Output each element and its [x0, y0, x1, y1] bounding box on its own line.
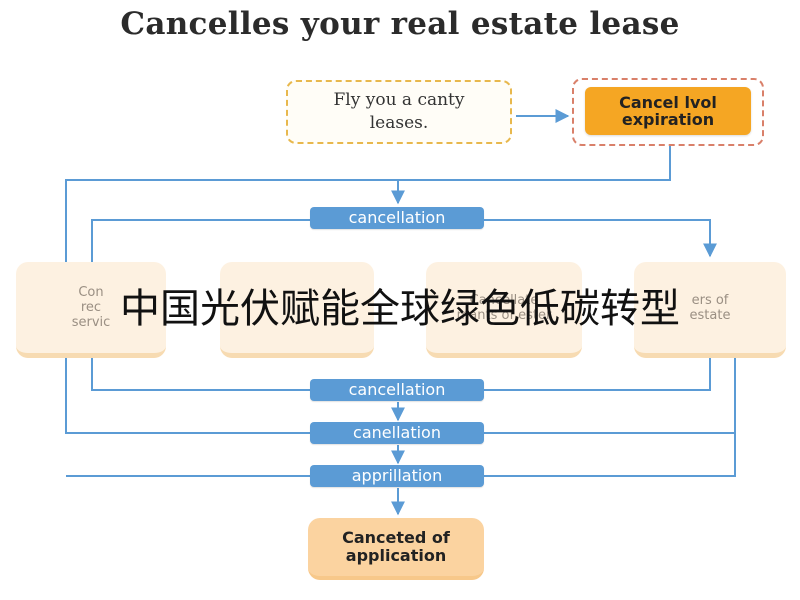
final-box: Canceted of application: [308, 518, 484, 580]
step-card-1: Con rec servic: [16, 262, 166, 358]
start-box-label: Fly you a canty leases.: [333, 90, 465, 133]
step-card-3: Cancellate mants of ester: [426, 262, 582, 358]
expiration-box: Cancel lvol expiration: [585, 87, 751, 135]
application-bar: apprillation: [310, 465, 484, 487]
cancellation-bar-3: canellation: [310, 422, 484, 444]
cancellation-bar-2: cancellation: [310, 379, 484, 401]
cancellation-bar-1: cancellation: [310, 207, 484, 229]
diagram-title: Cancelles your real estate lease: [120, 6, 680, 42]
step-card-2: [220, 262, 374, 358]
start-box: Fly you a canty leases.: [286, 80, 512, 144]
step-card-4: ers of estate: [634, 262, 786, 358]
overlay-caption: 中国光伏赋能全球绿色低碳转型: [120, 286, 680, 332]
